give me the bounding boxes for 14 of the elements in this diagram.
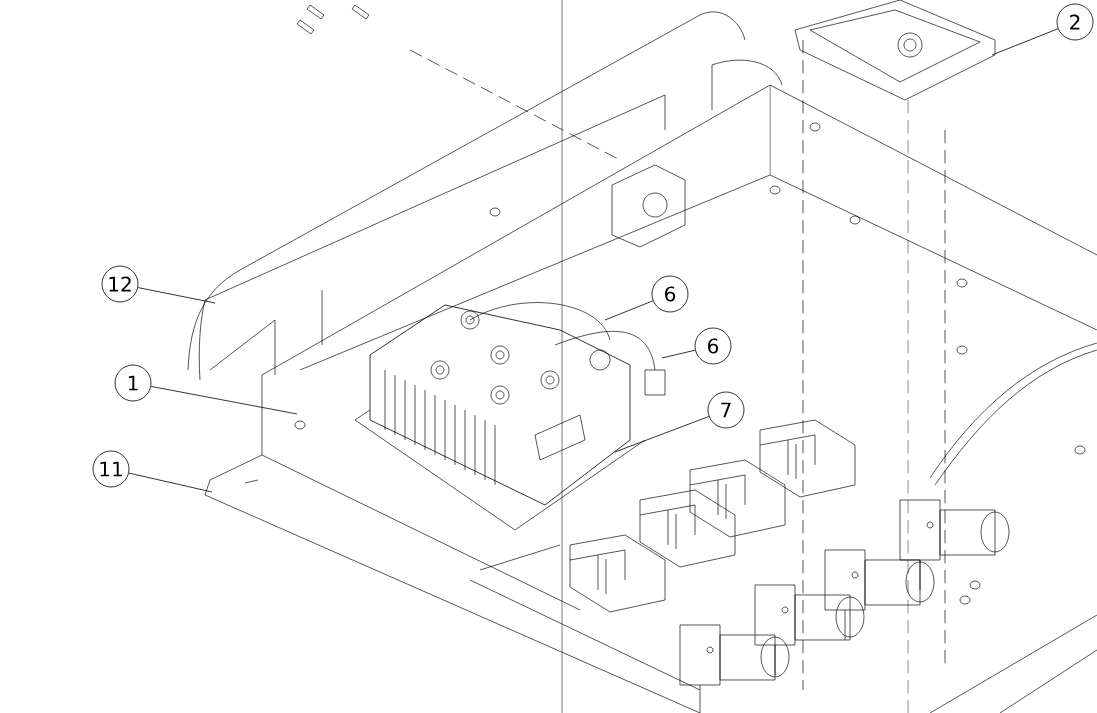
callout-number: 6 [694,327,732,365]
leader-line [137,287,216,304]
leader-line [150,386,298,415]
leader-line [604,300,654,321]
callout-number: 6 [651,275,689,313]
callout-number: 2 [1056,3,1094,41]
leader-line [614,416,710,453]
callout-number: 1 [114,364,152,402]
callout-number: 7 [707,391,745,429]
leader-line [128,472,213,493]
leader-line [991,28,1059,56]
leader-line [661,349,696,359]
callout-number: 11 [92,450,130,488]
callout-number: 12 [101,265,139,303]
